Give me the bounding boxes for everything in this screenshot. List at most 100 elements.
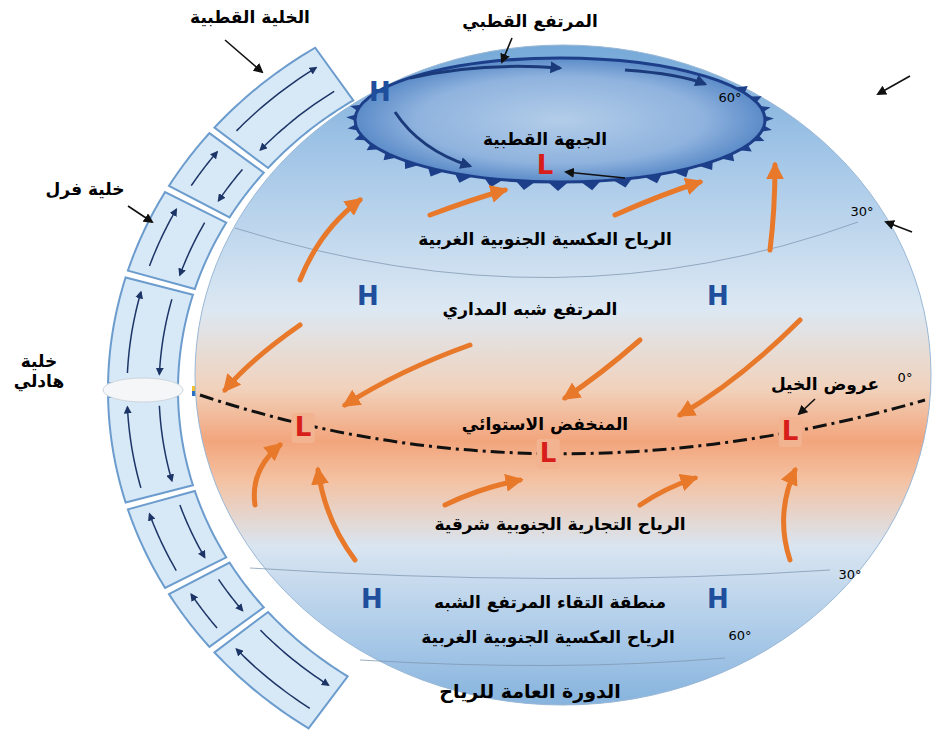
front-tooth — [672, 168, 689, 177]
region-label: المنخفض الاستوائي — [462, 415, 628, 435]
front-tooth — [384, 152, 397, 160]
cell-flow-arrow — [191, 594, 217, 628]
region-label: الرياح التجارية الجنوبية شرقية — [434, 515, 685, 535]
front-tooth — [354, 134, 366, 140]
wind-arrow — [430, 190, 505, 215]
cell-flow-arrow — [236, 68, 316, 131]
pressure-low: L — [292, 413, 315, 443]
region-label: الجبهة القطبية — [483, 130, 607, 150]
surface-winds — [225, 165, 800, 560]
front-tooth — [350, 105, 361, 111]
front-tooth — [367, 144, 380, 151]
cell-flow-arrow — [159, 406, 171, 481]
front-tooth — [760, 106, 771, 112]
equator-gap — [103, 378, 183, 402]
front-tooth — [764, 116, 773, 122]
front-tooth — [698, 161, 712, 170]
polar-cap — [346, 58, 774, 191]
leader-arrow — [886, 222, 912, 232]
latitude-number: 60° — [728, 629, 751, 644]
wind-arrow — [680, 320, 800, 415]
pressure-high: H — [369, 78, 391, 108]
cell-flow-arrow — [219, 579, 243, 610]
polar-wind-arrow — [625, 70, 705, 84]
polar-wind-arrow — [395, 112, 470, 166]
front-tooth — [761, 126, 772, 132]
front-tooth — [405, 160, 419, 169]
wind-arrow — [254, 445, 280, 505]
wind-arrow — [300, 200, 360, 280]
wind-arrow — [770, 165, 775, 250]
cell-label: خلية هادلي — [3, 352, 75, 391]
wind-arrow — [615, 182, 700, 215]
circulation-cell — [108, 278, 193, 384]
cell-flow-arrow — [219, 169, 243, 200]
cell-flow-arrow — [150, 514, 177, 570]
cell-flow-arrow — [159, 299, 171, 374]
leader-arrow — [566, 172, 625, 178]
pressure-low: L — [537, 151, 554, 181]
latitude-line — [360, 658, 725, 666]
front-tooth — [348, 124, 358, 130]
polar-wind-arrow — [410, 66, 560, 78]
front-tooth — [346, 115, 356, 121]
region-label: خلية فرل — [46, 180, 125, 200]
pressure-low: L — [779, 417, 802, 447]
front-tooth — [721, 153, 734, 161]
region-label: المرتفع شبه المداري — [443, 300, 618, 320]
cell-flow-arrow — [180, 223, 205, 275]
region-label: منطقة التقاء المرتفع الشبه — [434, 593, 666, 613]
front-tooth — [613, 178, 633, 188]
leader-arrow — [878, 76, 910, 94]
front-tooth — [750, 96, 762, 102]
cell-flow-arrow — [127, 407, 140, 488]
front-tooth — [581, 181, 601, 190]
front-tooth — [455, 173, 473, 182]
pressure-high: H — [707, 282, 729, 312]
equator-line — [200, 395, 925, 454]
cell-flow-arrow — [236, 649, 309, 708]
front-tooth — [515, 181, 535, 190]
latitude-number: 30° — [850, 205, 873, 220]
latitude-lines — [200, 222, 925, 666]
figure-caption: الدورة العامة للرياح — [439, 681, 620, 703]
front-tooth — [428, 167, 444, 176]
leader-arrow — [128, 206, 152, 222]
cell-flow-arrow — [260, 630, 328, 685]
pressure-high: H — [357, 282, 379, 312]
region-label: الرياح العكسية الجنوبية الغربية — [421, 628, 675, 648]
latitude-number: 0° — [898, 371, 913, 386]
region-label: المرتفع القطبي — [462, 12, 597, 32]
circulation-cell — [214, 612, 347, 728]
pressure-low: L — [537, 439, 560, 469]
wind-arrow — [445, 480, 520, 505]
cell-flow-arrow — [180, 505, 205, 557]
front-tooth — [644, 174, 662, 183]
cell-flow-arrow — [150, 209, 177, 265]
leader-arrow — [225, 40, 262, 72]
latitude-number: 60° — [718, 91, 741, 106]
leader-arrow — [502, 38, 512, 62]
wind-arrow — [784, 470, 795, 560]
circulation-cell — [108, 396, 193, 502]
front-tooth — [753, 135, 765, 141]
pressure-high: H — [707, 585, 729, 615]
cell-flow-arrow — [191, 152, 217, 186]
latitude-line — [250, 568, 830, 579]
region-label: عروض الخيل — [771, 375, 879, 395]
region-label: الرياح العكسية الجنوبية الغربية — [418, 230, 672, 250]
region-label: الخلية القطبية — [190, 8, 310, 28]
wind-arrow — [345, 345, 470, 405]
wind-arrow — [225, 325, 300, 390]
cell-flow-arrow — [127, 292, 140, 373]
wind-arrow — [640, 478, 695, 505]
wind-arrow — [565, 340, 640, 398]
pressure-high: H — [361, 585, 383, 615]
front-tooth — [484, 178, 503, 188]
polar-cap-area — [355, 58, 765, 182]
leader-arrow — [799, 399, 815, 414]
wind-arrow — [318, 470, 355, 560]
